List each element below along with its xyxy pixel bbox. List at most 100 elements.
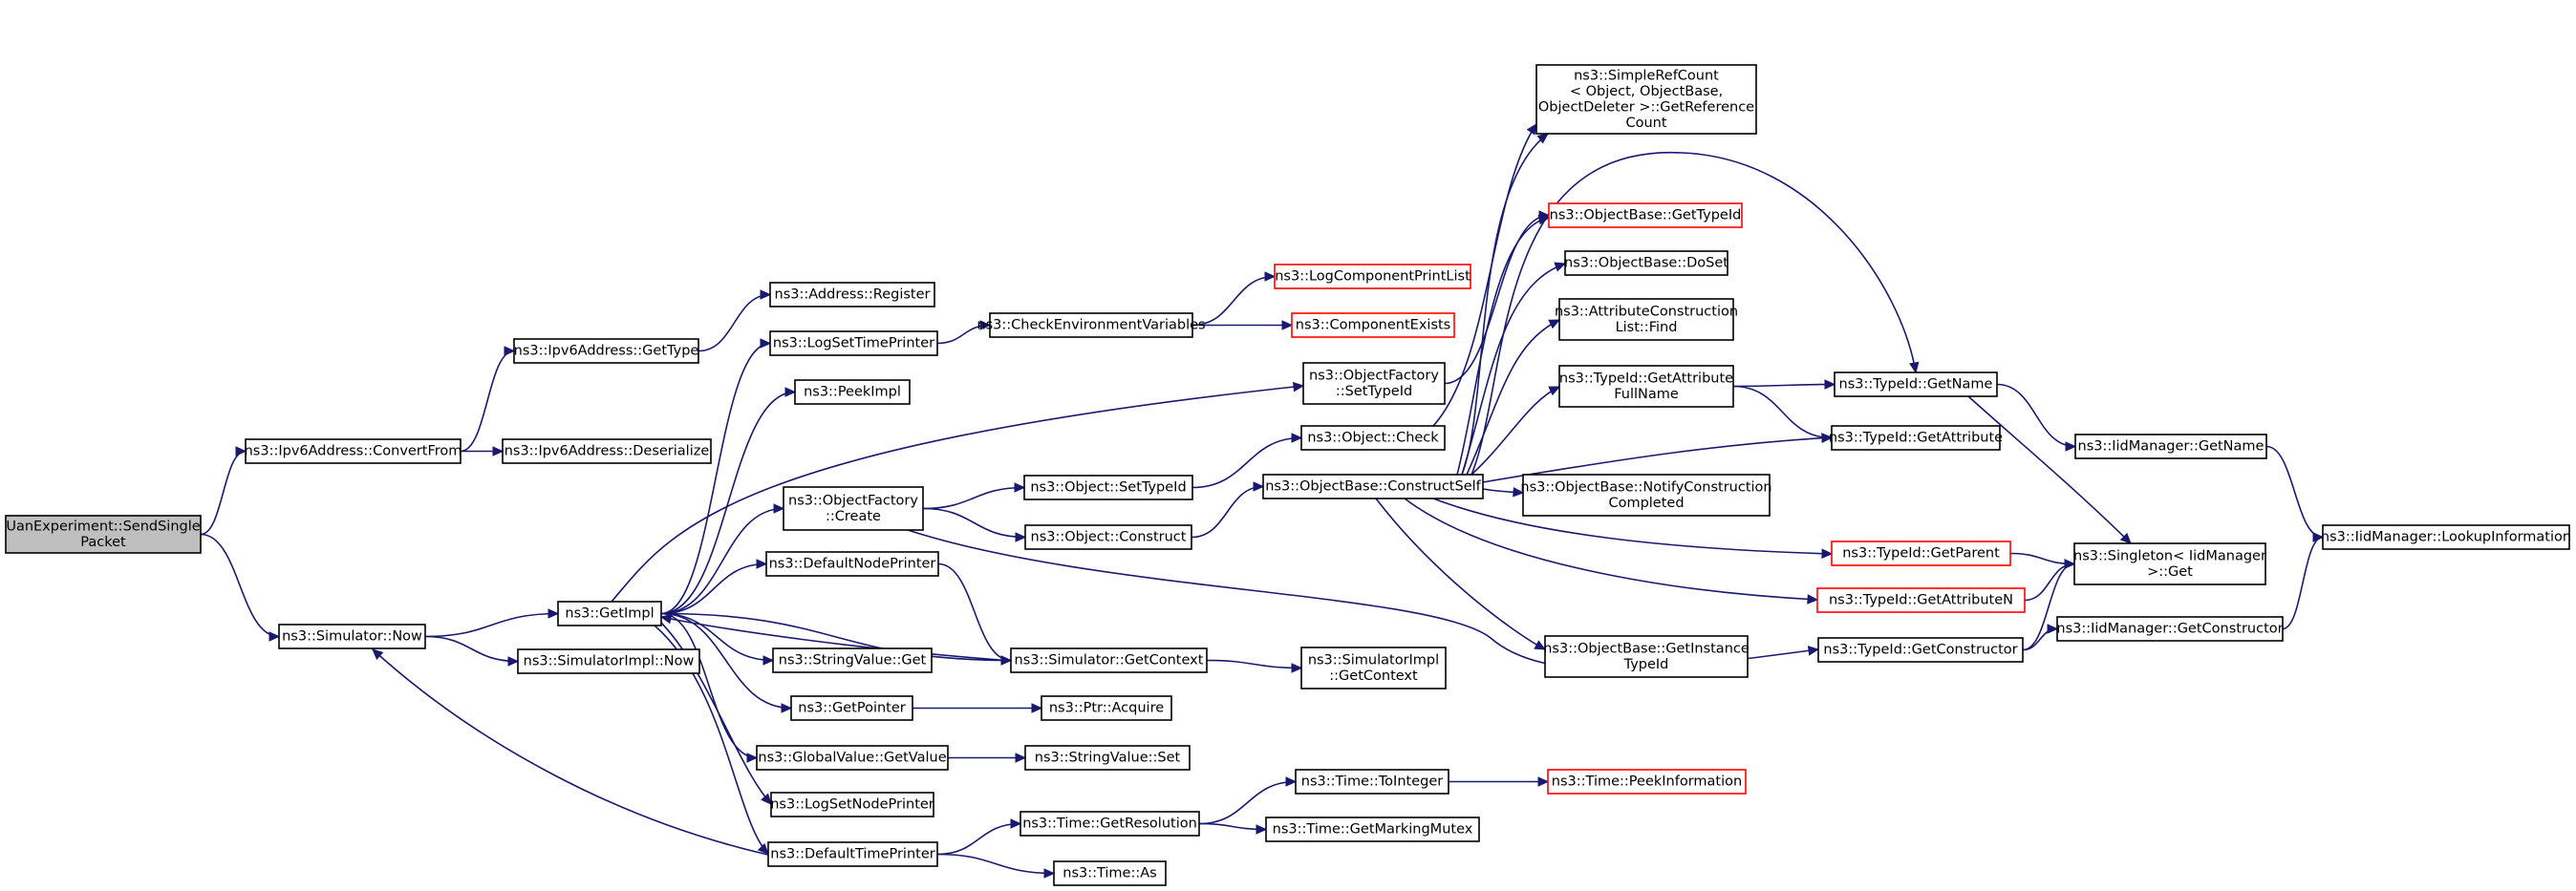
node-logSetNodePrinter[interactable]: ns3::LogSetNodePrinter [770,792,934,817]
node-stringValueGet[interactable]: ns3::StringValue::Get [772,647,933,673]
node-ofSetTypeId[interactable]: ns3::ObjectFactory::SetTypeId [1302,362,1446,405]
node-box [1564,250,1728,276]
node-ipv6GetType[interactable]: ns3::Ipv6Address::GetType [513,338,699,364]
node-logSetTimePrinter[interactable]: ns3::LogSetTimePrinter [769,330,938,356]
node-checkEnv[interactable]: ns3::CheckEnvironmentVariables [977,312,1206,338]
edge-obConstructSelf-to-tidGetName [1470,152,1920,476]
node-ptrAcquire[interactable]: ns3::Ptr::Acquire [1041,695,1172,721]
node-tidGetConstructor[interactable]: ns3::TypeId::GetConstructor [1817,637,2024,663]
edge-obConstructSelf-to-tidGetAttributeN [1404,498,1819,605]
node-simGetContext[interactable]: ns3::Simulator::GetContext [1010,647,1208,673]
node-defaultTimePrinter[interactable]: ns3::DefaultTimePrinter [767,841,938,867]
node-label: ns3::ObjectBase::ConstructSelf [1265,479,1481,495]
node-ofCreate[interactable]: ns3::ObjectFactory::Create [783,486,924,531]
edge-line [698,293,771,352]
node-timeToInteger[interactable]: ns3::Time::ToInteger [1295,769,1449,795]
edge-defaultTimePrinter-to-timeAs [936,853,1056,879]
node-timeGetResolution[interactable]: ns3::Time::GetResolution [1020,811,1200,837]
edge-line [2282,536,2324,630]
node-objConstruct[interactable]: ns3::Object::Construct [1024,524,1192,550]
node-compExists[interactable]: ns3::ComponentExists [1291,312,1455,338]
node-tidGetAttributeN[interactable]: ns3::TypeId::GetAttributeN [1816,587,2026,613]
node-box [1816,587,2026,613]
node-gvGetValue[interactable]: ns3::GlobalValue::GetValue [756,745,949,771]
edge-line [937,562,1012,662]
node-getPointer[interactable]: ns3::GetPointer [790,695,913,721]
edge-line [372,648,769,856]
node-getImpl[interactable]: ns3::GetImpl [557,601,662,626]
edge-timeToInteger-to-timePeekInfo [1449,776,1550,787]
node-obGetTypeId[interactable]: ns3::ObjectBase::GetTypeId [1548,202,1743,228]
node-box [2074,434,2267,459]
node-timePeekInfo[interactable]: ns3::Time::PeekInformation [1547,769,1747,795]
arrowhead-icon [784,387,797,397]
node-obNotifyConstructionCompleted[interactable]: ns3::ObjectBase::NotifyConstructionCompl… [1520,474,1772,517]
node-simImplNow[interactable]: ns3::SimulatorImpl::Now [517,648,700,674]
node-stringValueSet[interactable]: ns3::StringValue::Set [1024,745,1191,771]
edge-tidGetAttrFullName-to-tidGetName [1732,379,1836,390]
arrowhead-icon [1292,381,1305,392]
arrowhead-icon [1548,386,1561,396]
edge-line [1404,498,1818,601]
node-label: ns3::Time::PeekInformation [1552,774,1742,790]
arrowhead-icon [1043,868,1056,879]
node-singletonGet[interactable]: ns3::Singleton< IidManager>::Get [2073,542,2266,585]
node-label: List::Find [1616,320,1678,335]
arrowhead-icon [1513,486,1525,498]
arrowhead-icon [1807,594,1819,605]
node-addrRegister[interactable]: ns3::Address::Register [769,282,935,308]
arrowhead-icon [762,655,775,666]
node-label: ::Create [826,509,881,524]
arrowhead-icon [746,753,759,763]
node-tidGetParent[interactable]: ns3::TypeId::GetParent [1831,541,2011,566]
node-iidMgrGetConstructor[interactable]: ns3::IidManager::GetConstructor [2056,616,2284,642]
edge-getImpl-to-logSetTimePrinter [660,338,772,615]
node-timeGetMarkingMutex[interactable]: ns3::Time::GetMarkingMutex [1265,817,1480,842]
node-peekImpl[interactable]: ns3::PeekImpl [794,379,911,405]
node-defaultNodePrinter[interactable]: ns3::DefaultNodePrinter [765,551,939,577]
node-logCompPrintList[interactable]: ns3::LogComponentPrintList [1274,264,1471,289]
edge-line [660,391,796,615]
arrowhead-icon [1534,640,1547,650]
node-label: ns3::SimulatorImpl::Now [524,654,695,669]
node-simImplGetContext[interactable]: ns3::SimulatorImpl::GetContext [1300,647,1447,689]
arrowhead-icon [547,608,560,619]
node-label: Count [1625,116,1666,131]
node-label: ns3::TypeId::GetAttribute [1559,371,1733,386]
node-box [2322,524,2570,550]
node-label: ns3::GetPointer [798,701,906,716]
node-tidGetAttribute[interactable]: ns3::TypeId::GetAttribute [1829,425,2003,451]
edge-getImpl-to-peekImpl [660,387,797,615]
node-box [1834,371,1998,397]
node-objCheck[interactable]: ns3::Object::Check [1300,425,1446,451]
edge-iidMgrGetConstructor-to-iidMgrLookupInfo [2282,532,2325,630]
node-simNow[interactable]: ns3::Simulator::Now [278,624,426,649]
node-iidMgrLookupInfo[interactable]: ns3::IidManager::LookupInformation [2321,524,2571,550]
arrowhead-icon [979,320,992,330]
edge-line [1191,275,1276,327]
edge-line [1461,263,1566,476]
node-obConstructSelf[interactable]: ns3::ObjectBase::ConstructSelf [1262,474,1484,499]
edge-simNow-to-simImplNow [424,635,520,667]
node-box [1053,860,1167,886]
node-obDoSet[interactable]: ns3::ObjectBase::DoSet [1564,250,1728,276]
node-iidMgrGetName[interactable]: ns3::IidManager::GetName [2074,434,2267,459]
node-ipv6Deserialize[interactable]: ns3::Ipv6Address::Deserialize [502,438,712,464]
node-convertFrom[interactable]: ns3::Ipv6Address::ConvertFrom [245,438,462,464]
node-tidGetName[interactable]: ns3::TypeId::GetName [1834,371,1998,397]
arrowhead-icon [757,842,769,855]
node-objSetTypeId[interactable]: ns3::Object::SetTypeId [1023,475,1193,500]
arrowhead-icon [1256,824,1268,835]
node-timeAs[interactable]: ns3::Time::As [1053,860,1167,886]
arrowhead-icon [761,793,772,805]
edge-simNow-to-getImpl [424,608,560,638]
edge-obConstructSelf-to-obDoSet [1461,262,1567,476]
edge-line [460,350,515,453]
arrowhead-icon [1554,262,1567,272]
node-simpleRefCount[interactable]: ns3::SimpleRefCount< Object, ObjectBase,… [1535,64,1757,135]
node-label: ns3::Object::Construct [1031,530,1187,545]
node-label: ns3::IidManager::GetName [2078,439,2265,455]
